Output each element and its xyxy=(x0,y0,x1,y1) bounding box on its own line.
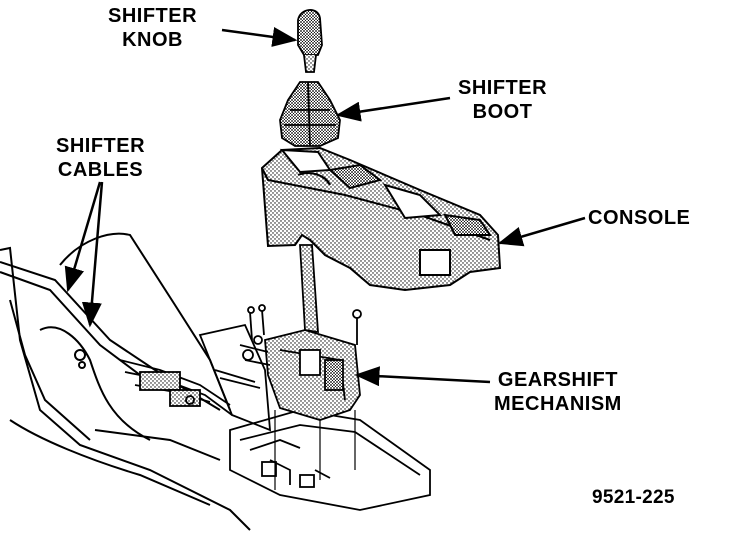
gearshift-mechanism-label: GEARSHIFT MECHANISM xyxy=(494,369,622,415)
cable-bracket xyxy=(119,323,272,432)
gearshift-base-plate xyxy=(229,409,431,511)
shifter-boot xyxy=(279,81,341,147)
shifter-knob xyxy=(297,9,323,73)
knob-arrow xyxy=(221,27,298,47)
shifter-cables-label: SHIFTER CABLES xyxy=(56,135,146,181)
console-label: CONSOLE xyxy=(588,207,691,229)
console xyxy=(260,146,502,292)
shifter-knob-label: SHIFTER KNOB xyxy=(108,5,198,51)
boot-arrow xyxy=(335,96,451,122)
cables-arrow-left xyxy=(64,181,102,293)
floor-tunnel xyxy=(0,232,251,531)
gearshift-mechanism xyxy=(239,244,362,490)
leader-arrows xyxy=(64,27,586,387)
cables-arrow-right xyxy=(81,181,104,328)
gearshift-arrow xyxy=(354,366,491,387)
shifter-boot-label: SHIFTER BOOT xyxy=(458,77,548,123)
figure-number: 9521-225 xyxy=(592,487,675,508)
console-arrow xyxy=(497,216,586,247)
